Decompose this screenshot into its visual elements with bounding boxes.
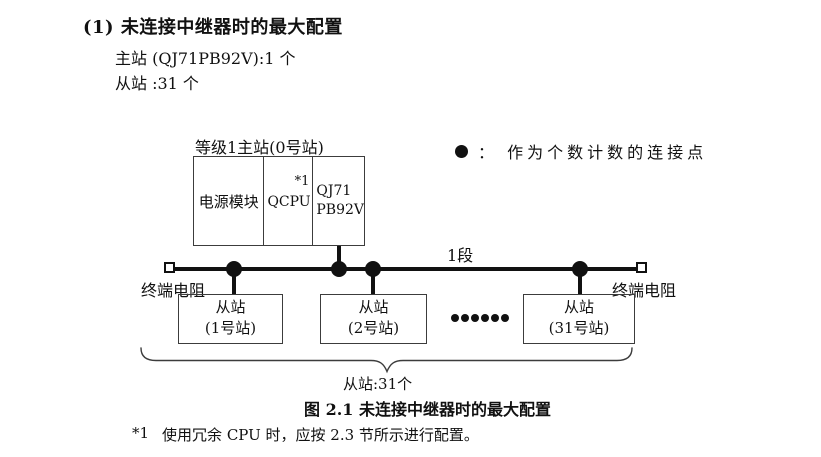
ellipsis-dot [501, 314, 509, 322]
connection-point-dot [572, 261, 588, 277]
slave-count-label: 从站:31个 [343, 375, 413, 393]
network-module-line1: QJ71 [316, 183, 352, 200]
slave-spec-line: 从站 :31 个 [115, 74, 199, 93]
slave2-drop-line [371, 269, 375, 295]
ellipsis-dot [481, 314, 489, 322]
connection-point-icon [455, 144, 468, 158]
footnote: *1 使用冗余 CPU 时，应按 2.3 节所示进行配置。 [132, 424, 479, 445]
ellipsis-dot [491, 314, 499, 322]
slave-station-line1: 从站 [215, 298, 246, 316]
footnote-text: 使用冗余 CPU 时，应按 2.3 节所示进行配置。 [162, 426, 479, 444]
slave-station-line1: 从站 [358, 298, 389, 316]
legend: ： 作为个数计数的连接点 [455, 139, 707, 163]
connection-point-dot [226, 261, 242, 277]
slave-station-line1: 从站 [563, 298, 594, 316]
terminating-resistor-right-icon [636, 262, 647, 273]
slave1-drop-line [232, 269, 236, 295]
slave-station-box-1: 从站 (1号站) [178, 294, 283, 344]
brace [140, 347, 633, 374]
slave-station-box-31: 从站 (31号站) [523, 294, 635, 344]
terminating-resistor-right-label: 终端电阻 [612, 281, 677, 300]
ellipsis-dot [461, 314, 469, 322]
slave-station-line2: (1号站) [204, 319, 257, 337]
connection-point-dot [331, 261, 347, 277]
segment-label: 1段 [447, 246, 474, 265]
master-station-box: 电源模块 *1 QCPU QJ71 PB92V [193, 156, 365, 246]
ellipsis-dot [451, 314, 459, 322]
master-station-label: 等级1主站(0号站) [195, 138, 324, 157]
slave-station-box-2: 从站 (2号站) [320, 294, 427, 344]
footnote-marker-superscript: *1 [294, 174, 310, 189]
ellipsis-dots [451, 314, 509, 322]
connection-point-dot [365, 261, 381, 277]
footnote-marker: *1 [132, 424, 150, 442]
cpu-module-cell: *1 QCPU [264, 157, 314, 245]
power-module-cell: 电源模块 [194, 157, 265, 245]
network-module-cell: QJ71 PB92V [313, 157, 364, 245]
section-heading: (1) 未连接中继器时的最大配置 [83, 17, 343, 38]
terminating-resistor-left-icon [164, 262, 175, 273]
master-spec-line: 主站 (QJ71PB92V):1 个 [115, 49, 296, 68]
master-drop-line [337, 246, 341, 269]
terminating-resistor-left-label: 终端电阻 [141, 281, 206, 300]
bus-segment-line [171, 267, 639, 271]
slave-station-line2: (31号站) [548, 319, 610, 337]
slave-station-line2: (2号站) [347, 319, 400, 337]
legend-text: ： 作为个数计数的连接点 [478, 143, 708, 162]
ellipsis-dot [471, 314, 479, 322]
network-module-line2: PB92V [316, 202, 364, 218]
slave31-drop-line [578, 269, 582, 295]
figure-caption: 图 2.1 未连接中继器时的最大配置 [304, 400, 551, 419]
cpu-module-label: QCPU [267, 194, 311, 210]
